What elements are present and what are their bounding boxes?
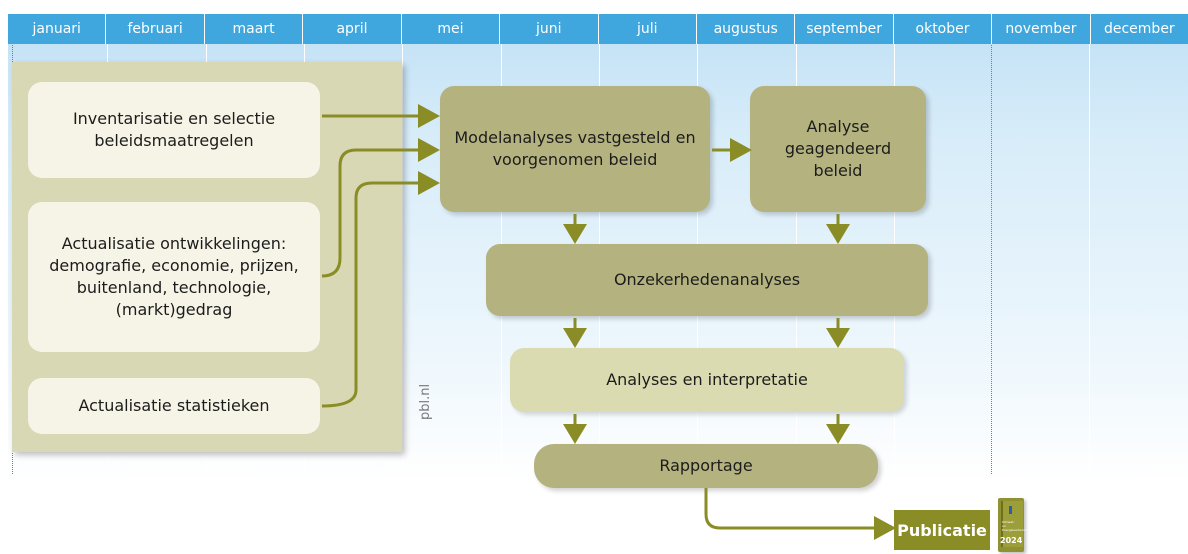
onzekerheden-box: Onzekerhedenanalyses [486, 244, 928, 316]
month-januari: januari [8, 14, 106, 44]
month-september: september [794, 14, 893, 44]
statistieken-box: Actualisatie statistieken [28, 378, 320, 434]
report-cover [1001, 501, 1023, 547]
month-april: april [302, 14, 401, 44]
month-maart: maart [203, 14, 303, 44]
month-november: november [991, 14, 1090, 44]
arrowhead [418, 171, 440, 195]
arrowhead [563, 224, 587, 244]
ontwikkelingen-box: Actualisatie ontwikkelingen: demografie,… [28, 202, 320, 352]
rapportage-box: Rapportage [534, 444, 878, 488]
analyses-interpretatie-box: Analyses en interpretatie [510, 348, 904, 412]
arrowhead [563, 424, 587, 444]
arrowhead [826, 424, 850, 444]
report-emblem [1009, 506, 1012, 514]
arrowhead [418, 138, 440, 162]
arrow-rapportage-to-publicatie [704, 488, 876, 530]
report-year: 2024 [1000, 536, 1023, 545]
arrowhead [826, 328, 850, 348]
analyse-geagendeerd-box: Analyse geagendeerd beleid [750, 86, 926, 212]
arrowhead [730, 138, 752, 162]
modelanalyses-box: Modelanalyses vastgesteld en voorgenomen… [440, 86, 710, 212]
publication-marker-line [991, 14, 992, 474]
arrow-ontwikkelingen-to-modelanalyses [321, 148, 420, 278]
arrowhead [563, 328, 587, 348]
month-februari: februari [105, 14, 204, 44]
arrowhead [826, 224, 850, 244]
month-oktober: oktober [892, 14, 992, 44]
inventarisatie-box: Inventarisatie en selectie beleidsmaatre… [28, 82, 320, 178]
month-juli: juli [597, 14, 696, 44]
arrowhead [874, 516, 896, 540]
month-header: januari februari maart april mei juni ju… [8, 14, 1188, 44]
month-juni: juni [499, 14, 598, 44]
report-cover-text: Klimaat- en Energieverkenning [1002, 520, 1031, 532]
publicatie-box: Publicatie [894, 510, 990, 550]
month-separator [402, 14, 403, 474]
month-december: december [1089, 14, 1188, 44]
month-separator [1089, 14, 1090, 474]
report-book-icon: Klimaat- en Energieverkenning 2024 [998, 498, 1031, 552]
month-mei: mei [400, 14, 500, 44]
arrowhead [418, 104, 440, 128]
month-augustus: augustus [695, 14, 795, 44]
arrow-statistieken-to-modelanalyses [321, 181, 420, 408]
